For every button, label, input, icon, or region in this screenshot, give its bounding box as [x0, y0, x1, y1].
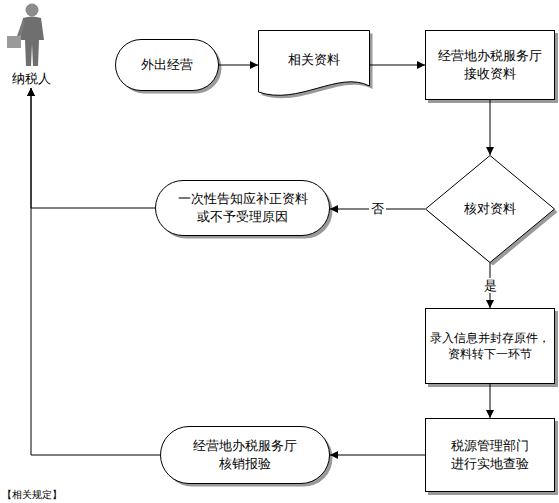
process-box: 经营地办税服务厅接收资料	[425, 30, 555, 100]
terminal-outline	[116, 40, 219, 91]
person-arm	[17, 19, 25, 37]
flow-arrow	[219, 65, 258, 66]
process-box: 录入信息并封存原件，资料转下一环节	[425, 308, 555, 384]
flow-arrow	[490, 384, 491, 418]
flow-arrow	[31, 88, 155, 208]
node-text: 税源管理部门进行实地查验	[448, 437, 532, 472]
node-text: 经营地办税服务厅核销报验	[190, 437, 300, 472]
document-shape: 相关资料	[258, 30, 370, 100]
taxpayer-icon: 纳税人	[2, 2, 60, 88]
flow-arrow	[330, 455, 425, 456]
process-box: 税源管理部门进行实地查验	[425, 418, 555, 492]
node-text: 一次性告知应补正资料或不予受理原因	[175, 190, 310, 225]
node-text: 经营地办税服务厅接收资料	[434, 47, 546, 82]
node-text: 外出经营	[141, 56, 193, 74]
briefcase	[7, 36, 21, 48]
document-outline	[259, 31, 370, 96]
edge-label: 是	[482, 278, 499, 294]
terminal-outline	[161, 427, 330, 484]
terminal-box: 一次性告知应补正资料或不予受理原因	[155, 180, 330, 236]
decision-diamond: 核对资料	[425, 155, 555, 263]
node-text: 相关资料	[288, 51, 340, 69]
node-text: 录入信息并封存原件，资料转下一环节	[429, 330, 551, 362]
note-label: 【相关规定】	[2, 489, 62, 501]
person-head	[26, 4, 39, 17]
node-text: 核对资料	[464, 200, 516, 218]
shape-outline	[160, 426, 330, 484]
terminal-box: 经营地办税服务厅核销报验	[160, 426, 330, 484]
shape-outline	[155, 180, 330, 236]
flow-arrow	[490, 100, 491, 155]
edge-label: 否	[369, 201, 386, 217]
flow-arrow	[31, 88, 160, 455]
terminal-box: 外出经营	[115, 39, 219, 91]
terminal-outline	[156, 181, 330, 236]
person-figure	[7, 4, 44, 67]
node-text: 纳税人	[12, 70, 51, 88]
person-silhouette	[2, 2, 60, 66]
diamond-outline	[426, 156, 555, 263]
flow-arrow	[370, 65, 425, 66]
